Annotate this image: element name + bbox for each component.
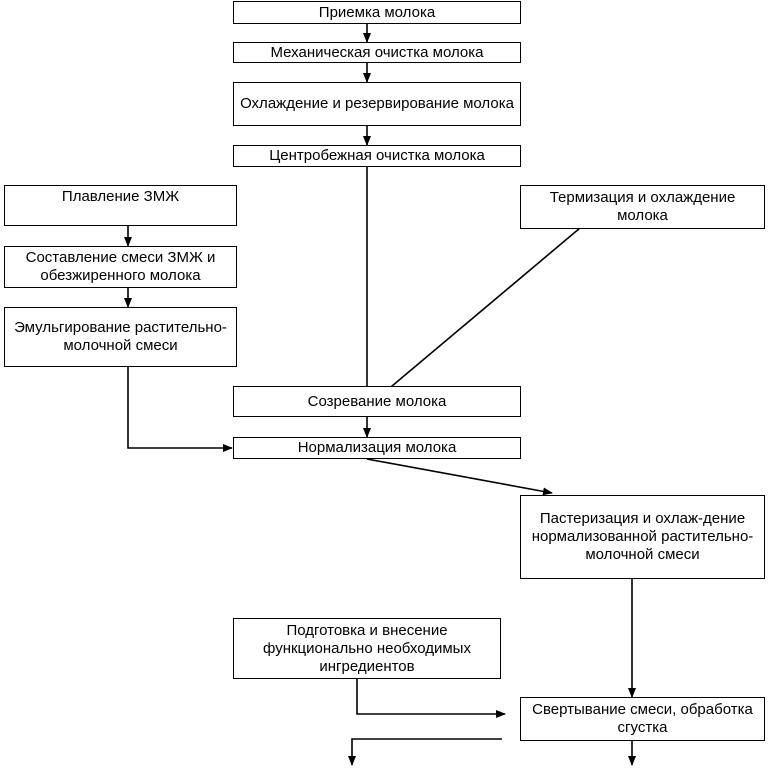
node-compose: Составление смеси ЗМЖ и обезжиренного мо… — [4, 246, 237, 288]
node-therm: Термизация и охлаждение молока — [520, 185, 765, 229]
node-ripen: Созревание молока — [233, 386, 521, 417]
node-past: Пастеризация и охлаж-дение нормализованн… — [520, 495, 765, 579]
node-emuls: Эмульгирование растительно-молочной смес… — [4, 307, 237, 367]
arrow-therm-ripen — [372, 227, 581, 403]
node-coag: Свертывание смеси, обработка сгустка — [520, 697, 765, 741]
node-melt: Плавление ЗМЖ — [4, 185, 237, 226]
node-cool: Охлаждение и резервирование молока — [233, 82, 521, 126]
node-mech: Механическая очистка молока — [233, 42, 521, 63]
arrow-prep-coag — [356, 678, 506, 718]
node-prep: Подготовка и внесение функционально необ… — [233, 618, 501, 679]
arrow-out-left — [348, 738, 502, 766]
arrow-norm-past — [366, 458, 553, 496]
node-centr: Центробежная очистка молока — [233, 145, 521, 167]
arrow-emuls-norm — [127, 366, 233, 452]
node-priemka: Приемка молока — [233, 1, 521, 24]
node-norm: Нормализация молока — [233, 437, 521, 459]
